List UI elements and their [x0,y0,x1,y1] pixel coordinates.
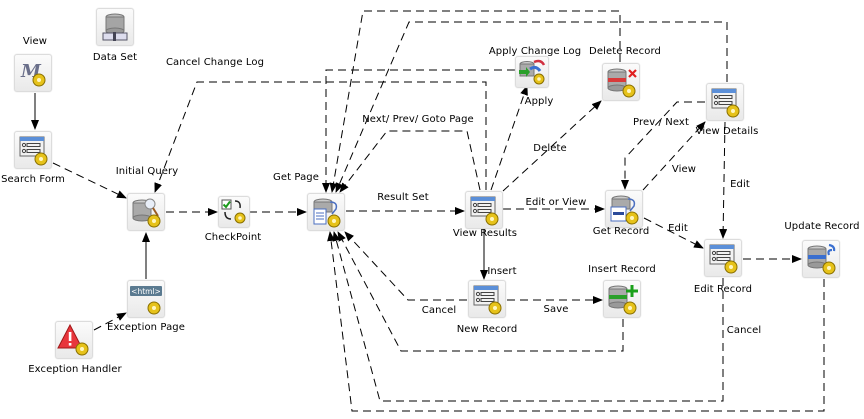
node-label-search-form: Search Form [1,174,65,185]
node-label-update-record: Update Record [784,221,860,232]
node-view-details[interactable] [706,83,744,121]
form-icon [19,136,48,166]
node-label-new-record: New Record [456,324,518,335]
edge-search-form-to-initial-query[interactable] [52,162,127,199]
edge-label-prev-next: Prev / Next [633,117,689,128]
form-icon [711,88,740,118]
node-label-insert-record: Insert Record [588,264,656,275]
warning-icon [57,323,89,356]
node-label-initial-query: Initial Query [115,166,179,177]
edge-label-view: View [671,164,697,175]
edge-view-details-to-get-page[interactable] [335,21,728,193]
node-label-checkpoint: CheckPoint [204,232,262,243]
node-label-view: View [22,36,48,47]
node-exception-handler[interactable] [55,321,93,359]
node-label-view-results: View Results [452,228,518,239]
dataset-icon [102,13,128,41]
node-checkpoint[interactable] [218,196,250,228]
edge-view[interactable] [642,121,706,191]
node-new-record[interactable] [468,280,506,318]
edge-label-edit-view-details: Edit [730,179,750,190]
node-apply-change-log[interactable] [515,56,549,88]
node-view[interactable]: M [14,54,52,92]
node-label-delete-record: Delete Record [589,46,661,57]
edge-label-edit-get-record: Edit [668,223,688,234]
checkpoint-icon [221,199,246,224]
edge-label-next-prev-goto: Next/ Prev/ Goto Page [362,114,474,125]
edge-label-result-set: Result Set [377,192,429,203]
node-update-record[interactable] [802,240,840,278]
node-label-get-page: Get Page [272,172,320,183]
edge-label-cancel-change-log: Cancel Change Log [165,57,265,68]
node-label-exception-page: Exception Page [106,322,186,333]
edge-apply-change-log-to-get-page[interactable] [322,69,515,193]
node-label-edit-record: Edit Record [693,284,753,295]
edge-edit-from-view-details[interactable] [719,121,728,239]
edge-delete-record-to-get-page[interactable] [329,10,621,193]
edge-update-record-to-get-page[interactable] [327,231,825,412]
node-view-results[interactable] [465,191,503,229]
edge-label-save: Save [543,304,569,315]
node-insert-record[interactable] [603,280,641,318]
edge-insert-record-to-get-page[interactable] [337,231,624,352]
view-icon: M [20,61,46,87]
edge-apply[interactable] [490,85,528,191]
insert-record-icon [608,285,638,315]
edge-edit-from-get-record[interactable] [643,217,704,249]
edge-label-cancel-edit-record: Cancel [726,325,762,336]
query-icon [132,198,161,228]
node-get-page[interactable] [307,193,345,231]
html-page-icon: <html> [130,286,162,315]
edge-prev-next[interactable] [621,101,705,190]
apply-change-log-icon [519,59,546,85]
node-exception-page[interactable]: <html> [127,280,165,318]
update-record-icon [807,243,836,275]
node-label-apply-change-log: Apply Change Log [488,46,582,57]
node-label-view-details: View Details [695,126,759,137]
svg-text:<html>: <html> [131,287,161,296]
node-label-data-set: Data Set [92,52,138,63]
form-icon [470,196,499,226]
node-search-form[interactable] [14,131,52,169]
edge-label-cancel-new-record: Cancel [421,305,457,316]
form-icon [473,285,502,315]
edge-exception-handler-to-exception-page[interactable] [93,312,127,331]
edge-cancel-edit-record[interactable] [332,231,724,402]
node-label-exception-handler: Exception Handler [28,364,122,375]
node-edit-record[interactable] [704,239,742,277]
node-label-get-record: Get Record [592,226,650,237]
edge-label-insert: Insert [487,266,517,277]
edge-cancel-new-record[interactable] [344,231,467,301]
delete-record-icon [607,68,637,98]
form-icon [709,244,738,274]
edge-label-edit-or-view: Edit or View [525,197,587,208]
node-data-set[interactable] [96,8,134,46]
edge-cancel-change-log[interactable] [154,81,487,193]
node-initial-query[interactable] [127,193,165,231]
node-delete-record[interactable] [602,63,640,101]
edge-label-apply: Apply [524,96,554,107]
node-get-record[interactable] [605,190,643,228]
edge-label-delete: Delete [533,143,567,154]
edge-next-prev-goto[interactable] [339,130,481,193]
get-record-icon [610,195,639,225]
edge-delete[interactable] [502,100,602,192]
get-page-icon [313,198,341,228]
